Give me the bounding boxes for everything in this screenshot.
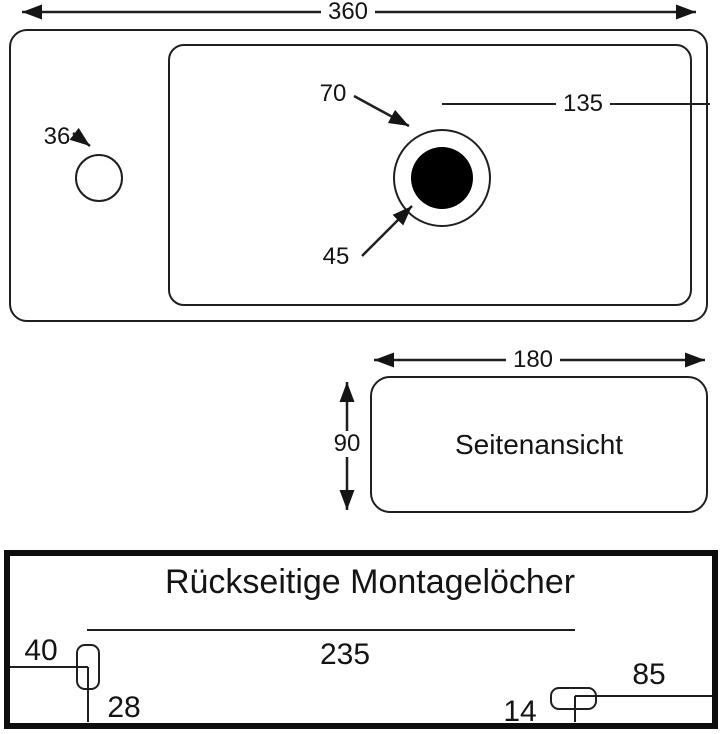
label-left-edge-offset: 40 <box>24 634 58 667</box>
label-right-bottom-offset: 14 <box>503 695 537 728</box>
mounting-panel-title: Rückseitige Montagelöcher <box>164 563 576 601</box>
top-view-basin-outline <box>168 44 692 306</box>
label-overall-width: 360 <box>320 0 376 25</box>
mounting-hole-left <box>76 644 100 690</box>
side-view-caption: Seitenansicht <box>454 429 624 460</box>
label-hole-spacing: 235 <box>319 638 371 671</box>
label-side-width: 180 <box>505 347 561 373</box>
tap-hole-circle <box>75 154 123 202</box>
side-view-outline <box>370 376 708 513</box>
drain-inner-circle <box>411 147 473 209</box>
label-left-bottom-offset: 28 <box>107 691 141 724</box>
label-drain-to-edge: 135 <box>555 91 611 117</box>
drain-outer-circle <box>393 129 491 227</box>
mounting-holes-panel <box>4 550 718 729</box>
label-drain-outer: 70 <box>319 80 347 107</box>
label-side-height: 90 <box>326 431 368 457</box>
mounting-hole-right <box>550 687 597 710</box>
label-drain-inner: 45 <box>322 243 350 270</box>
top-view-outline <box>9 29 708 322</box>
label-tap-hole: 36 <box>43 123 71 150</box>
label-right-edge-offset: 85 <box>632 658 666 691</box>
